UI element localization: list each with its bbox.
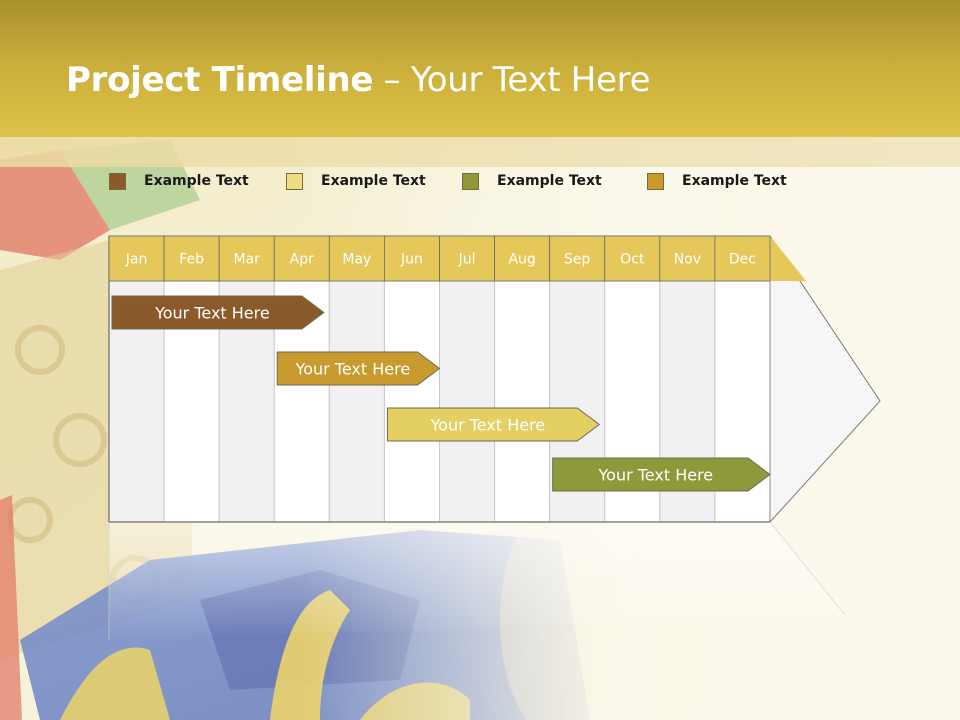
- month-label-apr: Apr: [290, 252, 314, 268]
- month-label-jan: Jan: [125, 252, 148, 268]
- month-column-aug: [494, 280, 551, 523]
- legend-item-2: Example Text: [286, 170, 426, 192]
- task-label-3: Your Text Here: [430, 416, 546, 435]
- month-header-cell-apr: [273, 235, 330, 282]
- month-label-oct: Oct: [620, 252, 645, 268]
- legend-item-1: Example Text: [109, 170, 249, 192]
- task-label-2: Your Text Here: [295, 360, 411, 379]
- reflection-shape: [109, 522, 845, 640]
- month-label-dec: Dec: [729, 252, 756, 268]
- task-bar-2: [276, 351, 441, 386]
- month-header-cell-jun: [384, 235, 440, 282]
- month-label-mar: Mar: [233, 252, 260, 268]
- slide-title-rest: – Your Text Here: [373, 60, 651, 100]
- month-header-cell-dec: [714, 235, 771, 282]
- month-label-may: May: [342, 252, 371, 268]
- month-column-may: [328, 280, 385, 523]
- header-strip: [0, 137, 960, 167]
- task-bar-3: [386, 407, 601, 442]
- legend-label: Example Text: [321, 173, 426, 189]
- legend-item-4: Example Text: [647, 170, 787, 192]
- month-header-cell-nov: [659, 235, 716, 282]
- task-bar-1: [111, 295, 325, 330]
- task-label-4: Your Text Here: [598, 466, 714, 485]
- legend-item-3: Example Text: [462, 170, 602, 192]
- month-header-cell-jul: [439, 235, 495, 282]
- legend-swatch-gold: [647, 172, 664, 190]
- timeline-reflection: [108, 521, 846, 640]
- slide-title-bold: Project Timeline: [66, 60, 374, 100]
- month-label-feb: Feb: [179, 252, 204, 268]
- task-label-1: Your Text Here: [154, 304, 270, 323]
- month-label-jul: Jul: [458, 252, 476, 268]
- month-header-cell-may: [328, 235, 385, 282]
- month-header-cell-feb: [163, 235, 220, 282]
- slide-title: Project Timeline – Your Text Here: [66, 60, 651, 100]
- legend-swatch-light-yellow: [286, 172, 303, 190]
- month-label-jun: Jun: [400, 252, 423, 268]
- month-header-cell-aug: [494, 235, 551, 282]
- month-label-sep: Sep: [564, 252, 591, 268]
- month-header-cell-sep: [549, 235, 606, 282]
- legend-label: Example Text: [682, 173, 787, 189]
- month-header-row: Jan Feb Mar Apr May Jun Jul Aug Sep Oct Nov Dec: [108, 235, 806, 282]
- legend-label: Example Text: [497, 173, 602, 189]
- task-bar-4: [552, 457, 771, 492]
- legend-swatch-brown: [109, 172, 126, 190]
- month-label-nov: Nov: [674, 252, 701, 268]
- month-header-tip: [770, 236, 806, 281]
- legend-swatch-olive: [462, 172, 479, 190]
- month-column-jul: [439, 280, 496, 523]
- month-label-aug: Aug: [508, 252, 535, 268]
- month-column-jun: [383, 280, 440, 523]
- month-header-cell-mar: [218, 235, 275, 282]
- month-header-cell-jan: [108, 235, 165, 282]
- header-band: [0, 0, 960, 137]
- legend-label: Example Text: [144, 173, 249, 189]
- reflection-edge-right: [769, 521, 846, 616]
